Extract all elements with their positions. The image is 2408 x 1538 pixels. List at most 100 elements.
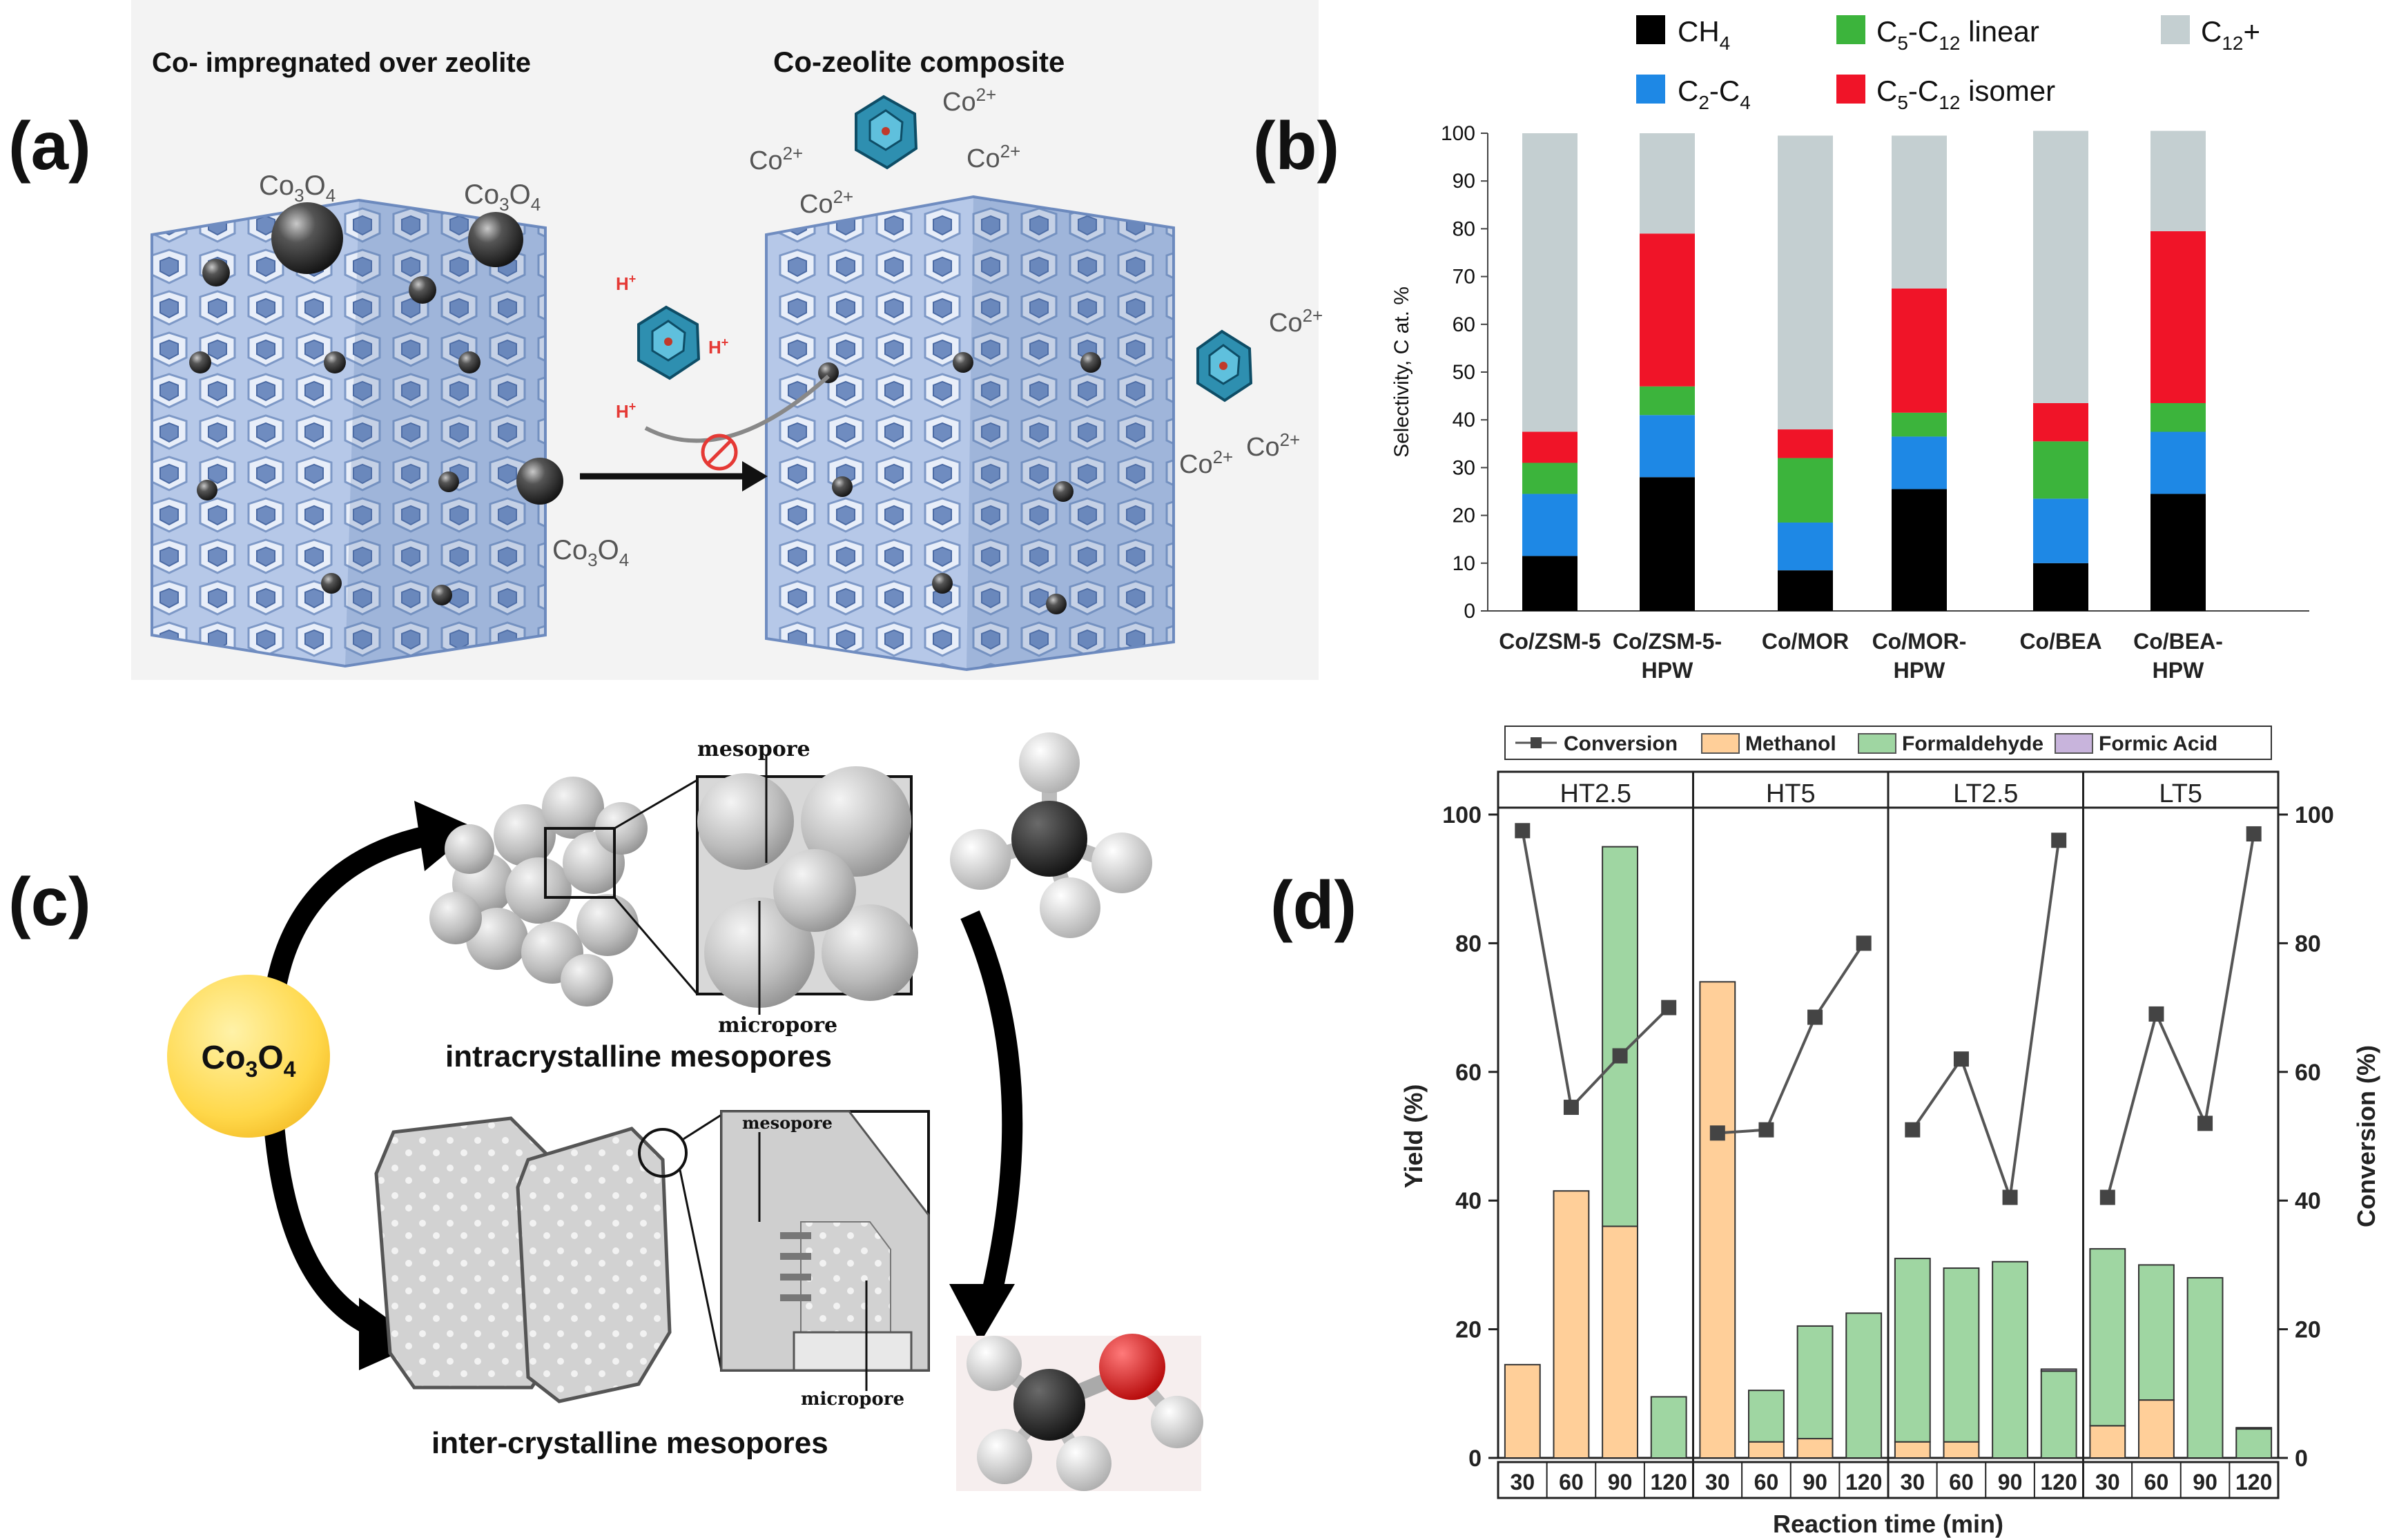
bar-segment <box>1522 463 1577 494</box>
category-label: Co/MOR- <box>1872 629 1967 654</box>
blocked-migration-arrow <box>644 374 831 443</box>
conversion-marker <box>1515 823 1531 839</box>
conversion-marker <box>1563 1100 1579 1116</box>
bar-segment-formaldehyde <box>2186 1277 2224 1459</box>
conversion-marker <box>1953 1051 1969 1067</box>
bar-segment <box>2033 130 2088 403</box>
bar-segment <box>2033 563 2088 611</box>
legend-swatch-methanol <box>1701 733 1740 754</box>
x-tick-label: 120 <box>1650 1470 1687 1495</box>
y-axis-label: Selectivity, C at. % <box>1390 286 1413 458</box>
y-tick-label: 100 <box>1441 122 1475 145</box>
bar-segment-formaldehyde <box>1602 846 1638 1227</box>
bar-segment <box>1892 288 1947 413</box>
panel-a-left-title: Co- impregnated over zeolite <box>152 48 531 78</box>
bar-segment <box>1522 556 1577 611</box>
svg-text:Co2+: Co2+ <box>749 143 803 175</box>
legend-label-c5-isomer: C5-C12 isomer <box>1876 75 2055 113</box>
panel-c-letter: (c) <box>8 864 91 940</box>
legend-swatch-c12 <box>2161 15 2190 44</box>
y2-tick-label: 60 <box>2295 1060 2321 1086</box>
panel-c: mesopore micropore intracrystalline meso… <box>167 732 1203 1491</box>
bar-segment <box>2033 441 2088 499</box>
methane-molecule <box>950 732 1152 938</box>
bar-segment-formaldehyde <box>1650 1396 1687 1459</box>
micropore-label-2: micropore <box>801 1389 904 1410</box>
legend-swatch-formaldehyde <box>1858 733 1896 754</box>
intracrystalline-label: intracrystalline mesopores <box>445 1040 832 1073</box>
y-tick-label: 20 <box>1455 1317 1482 1343</box>
x-tick-label: 90 <box>1608 1470 1633 1495</box>
category-label: Co/ZSM-5- <box>1613 629 1722 654</box>
prohibited-icon <box>701 434 738 471</box>
group-title: LT2.5 <box>1953 779 2018 808</box>
bar-segment <box>1640 386 1695 416</box>
panel-b-letter: (b) <box>1253 108 1339 184</box>
bar-segment-methanol <box>1699 981 1736 1459</box>
curved-arrow-up-head <box>414 801 476 871</box>
conversion-line <box>1911 840 2061 1198</box>
mesopore-label-2: mesopore <box>742 1113 833 1133</box>
y-tick-label: 40 <box>1453 409 1475 431</box>
category-label: Co/ZSM-5 <box>1499 629 1601 654</box>
intracrystalline-cluster <box>429 777 648 1006</box>
bar-segment <box>2150 231 2206 403</box>
bar-segment <box>1522 431 1577 463</box>
bar-segment-methanol <box>1553 1190 1590 1459</box>
y-tick-label: 30 <box>1453 456 1475 479</box>
bar-segment-formaldehyde <box>1894 1258 1931 1443</box>
bar-segment <box>1778 522 1833 571</box>
y-tick-label: 90 <box>1453 170 1475 193</box>
bar-segment-formic <box>2235 1427 2273 1430</box>
co3o4-circle <box>167 975 330 1138</box>
bar-segment-methanol <box>2089 1425 2126 1459</box>
legend-swatch-ch4 <box>1636 15 1665 44</box>
conversion-marker <box>2246 826 2262 841</box>
conversion-marker <box>1661 1000 1677 1015</box>
conversion-line <box>2106 833 2255 1198</box>
bar-segment-formic <box>2040 1368 2077 1372</box>
conversion-marker <box>1905 1122 1921 1138</box>
inter-crystalline-label: inter-crystalline mesopores <box>431 1426 828 1460</box>
y2-tick-label: 20 <box>2295 1317 2321 1343</box>
legend-label-c12: C12+ <box>2201 15 2260 54</box>
conversion-marker <box>2197 1116 2213 1131</box>
conversion-marker <box>1758 1122 1774 1138</box>
curved-arrow-right <box>960 910 1023 1301</box>
zoom-box-intra <box>544 827 616 899</box>
category-label: HPW <box>1642 658 1693 683</box>
y-tick-label: 100 <box>1442 802 1482 828</box>
category-label: HPW <box>1894 658 1945 683</box>
group-title: HT2.5 <box>1560 779 1631 808</box>
legend-swatch-c5-isomer <box>1836 75 1865 104</box>
legend-swatch-c2c4 <box>1636 75 1665 104</box>
legend-label-c2c4: C2-C4 <box>1678 75 1751 113</box>
bar-segment-formaldehyde <box>2089 1248 2126 1427</box>
conversion-marker <box>1807 1009 1823 1025</box>
y2-tick-label: 0 <box>2295 1445 2308 1472</box>
bar-segment-methanol <box>1602 1225 1638 1459</box>
y-axis-label: Yield (%) <box>1399 1084 1428 1189</box>
x-tick-label: 60 <box>1559 1470 1584 1495</box>
legend-label-formaldehyde: Formaldehyde <box>1902 732 2043 755</box>
y2-tick-label: 40 <box>2295 1188 2321 1214</box>
zeolite-block-left <box>150 198 547 668</box>
legend-swatch-c5-linear <box>1836 15 1865 44</box>
conversion-marker <box>1709 1125 1725 1141</box>
y2-tick-label: 80 <box>2295 931 2321 957</box>
bar-segment <box>1892 436 1947 489</box>
x-tick-label: 120 <box>2040 1470 2077 1495</box>
y-tick-label: 80 <box>1453 217 1475 240</box>
inter-crystals <box>374 1116 672 1403</box>
zeolite-block-right <box>765 195 1175 672</box>
y-tick-label: 60 <box>1453 313 1475 336</box>
x-tick-label: 60 <box>2144 1470 2169 1495</box>
bar-segment <box>1640 415 1695 478</box>
legend-label-c5-linear: C5-C12 linear <box>1876 15 2039 54</box>
x-tick-label: 90 <box>2193 1470 2217 1495</box>
legend-label-ch4: CH4 <box>1678 15 1730 54</box>
bar-segment-formaldehyde <box>1992 1260 2028 1459</box>
category-label: Co/BEA- <box>2133 629 2223 654</box>
